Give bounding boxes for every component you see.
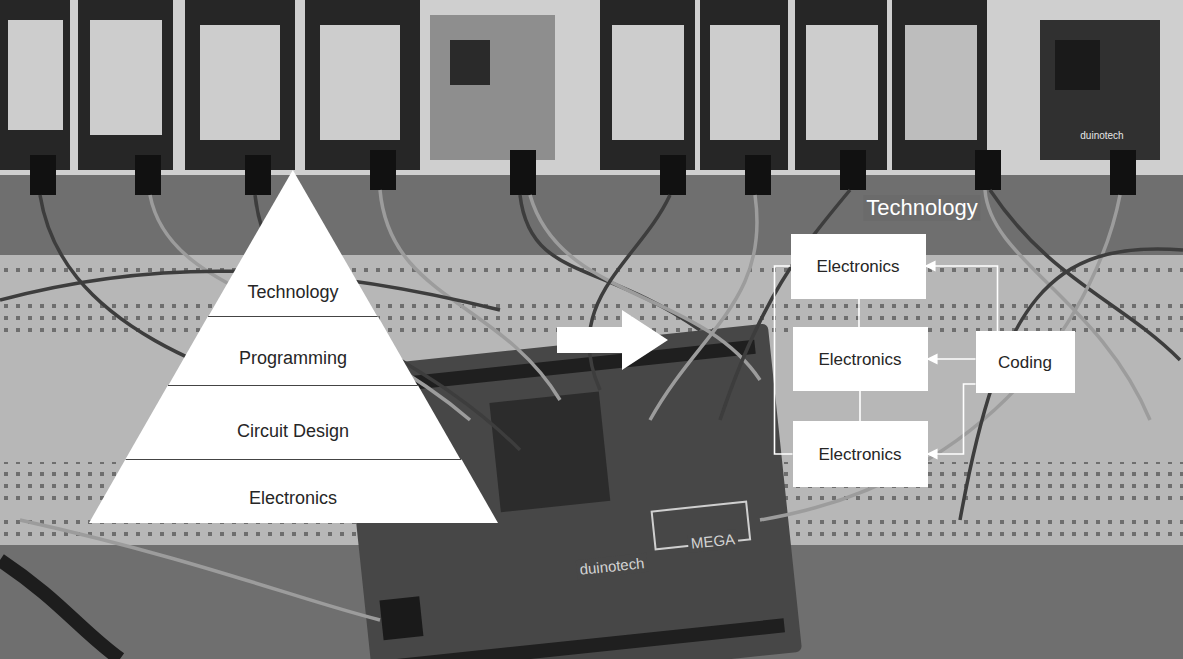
cloth (0, 0, 1183, 175)
pyramid-band: Electronics (89, 459, 498, 522)
process-box: Electronics (793, 421, 928, 487)
wires (0, 190, 1183, 659)
node-text: Programming (168, 347, 418, 369)
board-brand: duinotech (576, 553, 649, 579)
node-text: Coding (998, 352, 1052, 373)
node-text: Electronics (816, 256, 899, 277)
connector-arrow (926, 266, 998, 331)
band-divider (125, 459, 461, 460)
pyramid-band: Circuit Design (125, 385, 461, 459)
group-heading: Technology (863, 195, 980, 221)
pyramid-band: Technology (208, 170, 378, 316)
connector-line (858, 299, 860, 328)
band-fill (208, 170, 378, 317)
band-fill (125, 385, 461, 460)
board-model: MEGA (687, 529, 739, 553)
node-text: Electronics (818, 444, 901, 465)
process-box: Coding (976, 331, 1075, 393)
band-fill (168, 316, 418, 386)
band-divider (208, 316, 378, 317)
flow-arrow (557, 310, 668, 370)
node-text: Electronics (818, 349, 901, 370)
connector-arrow (928, 358, 976, 360)
node-text: Electronics (89, 487, 498, 509)
band-fill (89, 459, 498, 523)
board-brand: duinotech (1077, 129, 1126, 143)
connector-arrow (928, 384, 976, 454)
pin-headers (30, 150, 1136, 195)
band-divider (168, 385, 418, 386)
node-text: Circuit Design (125, 420, 461, 442)
relay-modules (0, 0, 1160, 170)
connector-line (859, 391, 861, 421)
pyramid-band: Programming (168, 316, 418, 385)
process-box: Electronics (791, 234, 926, 299)
process-box: Electronics (793, 327, 928, 391)
node-text: Technology (208, 281, 378, 303)
